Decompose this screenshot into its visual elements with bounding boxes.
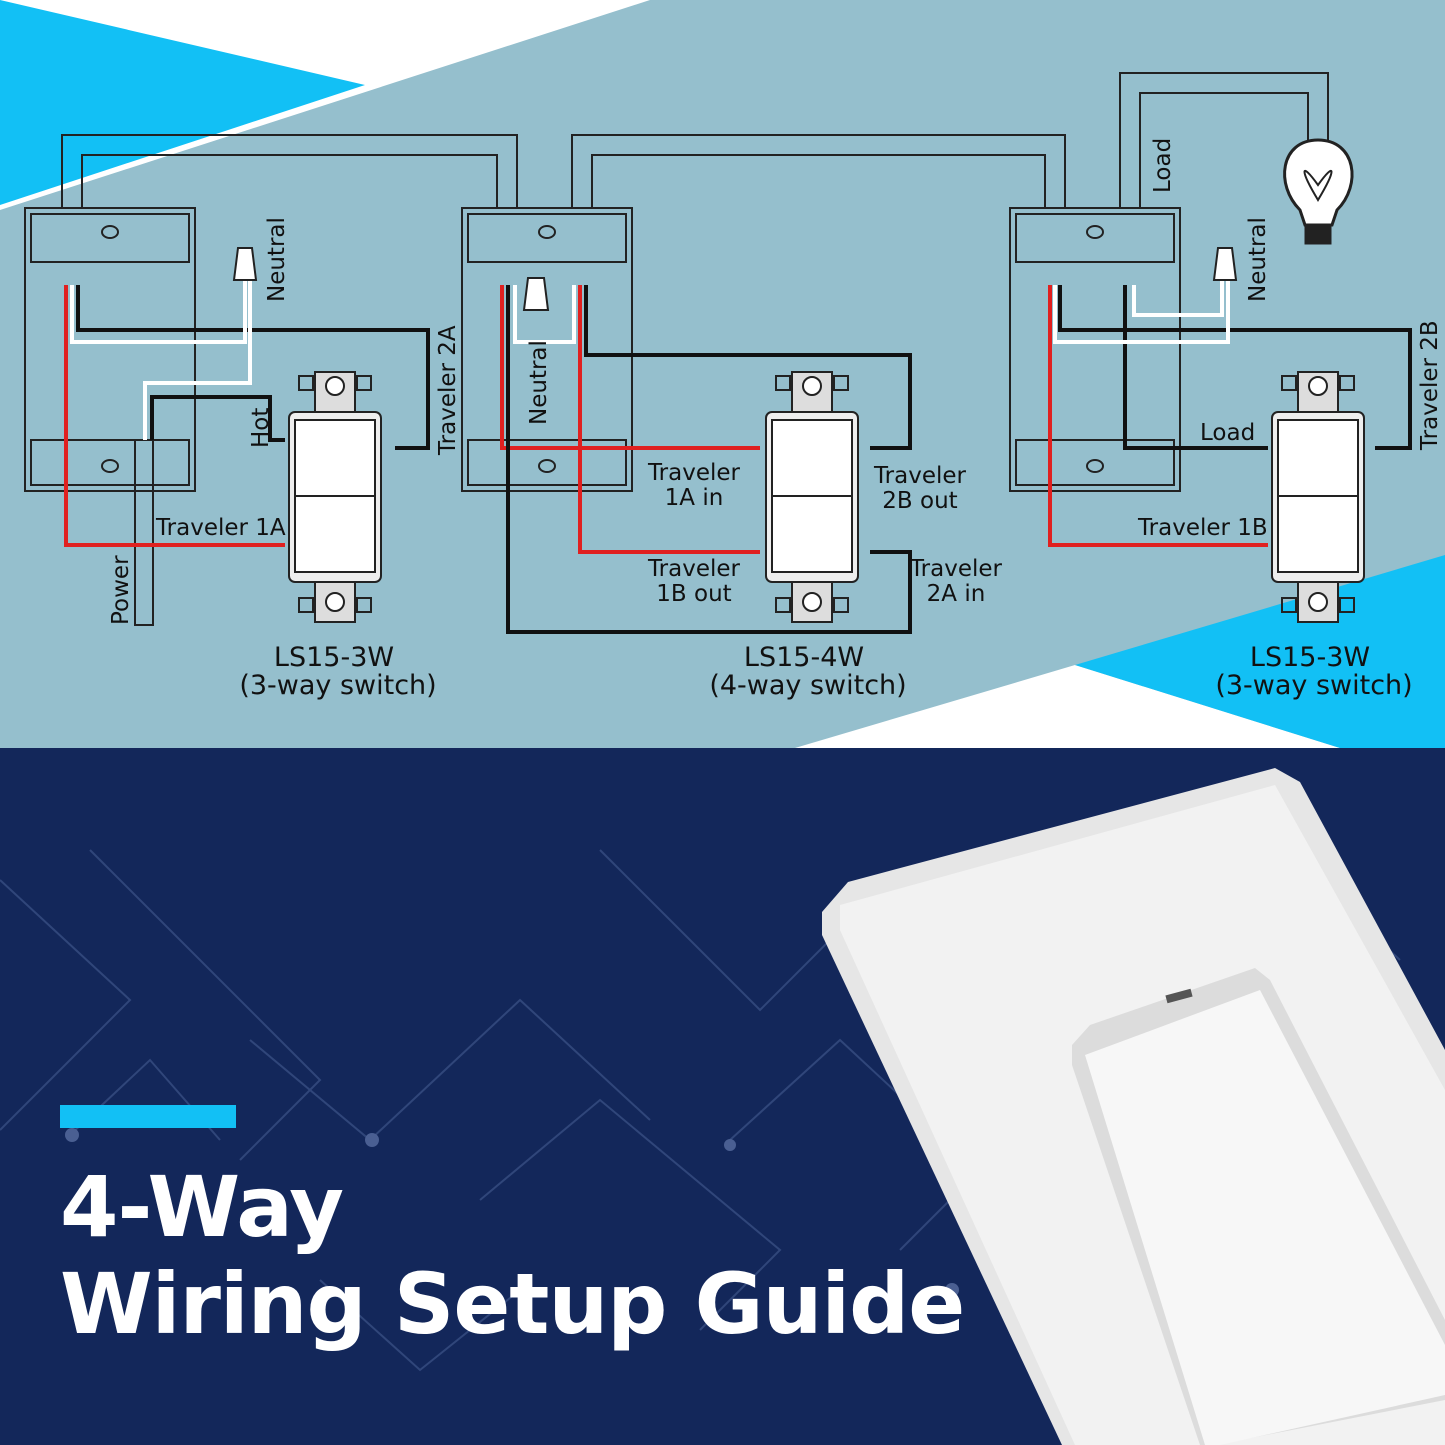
label-traveler-2b-out-line2: 2B out (882, 488, 957, 514)
switch-model-left: LS15-3W (274, 642, 394, 673)
label-power: Power (108, 555, 134, 625)
label-traveler-2a-in-line2: 2A in (927, 581, 986, 607)
label-traveler-1b: Traveler 1B (1137, 515, 1268, 541)
label-load-right: Load (1200, 420, 1255, 446)
light-bulb-icon (1283, 138, 1354, 245)
label-traveler-1a-in-line2: 1A in (665, 485, 724, 511)
label-hot: Hot (248, 408, 274, 448)
label-neutral-left: Neutral (264, 217, 290, 302)
title-line-1: 4-Way (60, 1158, 344, 1256)
switch-type-right: (3-way switch) (1215, 670, 1412, 701)
switch-type-left: (3-way switch) (239, 670, 436, 701)
decor-cyan-triangle (0, 0, 365, 205)
label-neutral-right: Neutral (1245, 217, 1271, 302)
label-traveler-2b: Traveler 2B (1417, 320, 1443, 451)
decor-cyan-triangle (1075, 555, 1445, 748)
wires (64, 280, 1412, 634)
label-load-top: Load (1150, 138, 1176, 193)
decor-white-triangle (795, 665, 1340, 748)
label-traveler-1a: Traveler 1A (155, 515, 286, 541)
label-neutral-mid: Neutral (526, 340, 552, 425)
switch-plate-image (822, 768, 1445, 1445)
switch-type-middle: (4-way switch) (709, 670, 906, 701)
label-traveler-2a-in: Traveler (909, 556, 1003, 582)
label-traveler-1a-in: Traveler (647, 460, 741, 486)
wire-nut-icon (232, 247, 1238, 311)
label-traveler-1b-out: Traveler (647, 556, 741, 582)
title-line-2: Wiring Setup Guide (60, 1255, 965, 1353)
accent-bar (60, 1105, 236, 1128)
label-traveler-1b-out-line2: 1B out (656, 581, 731, 607)
switch-model-right: LS15-3W (1250, 642, 1370, 673)
switch-model-middle: LS15-4W (744, 642, 864, 673)
label-traveler-2b-out: Traveler (873, 463, 967, 489)
label-traveler-2a: Traveler 2A (435, 325, 461, 456)
cables (61, 72, 1329, 626)
background-dots (65, 1128, 959, 1297)
